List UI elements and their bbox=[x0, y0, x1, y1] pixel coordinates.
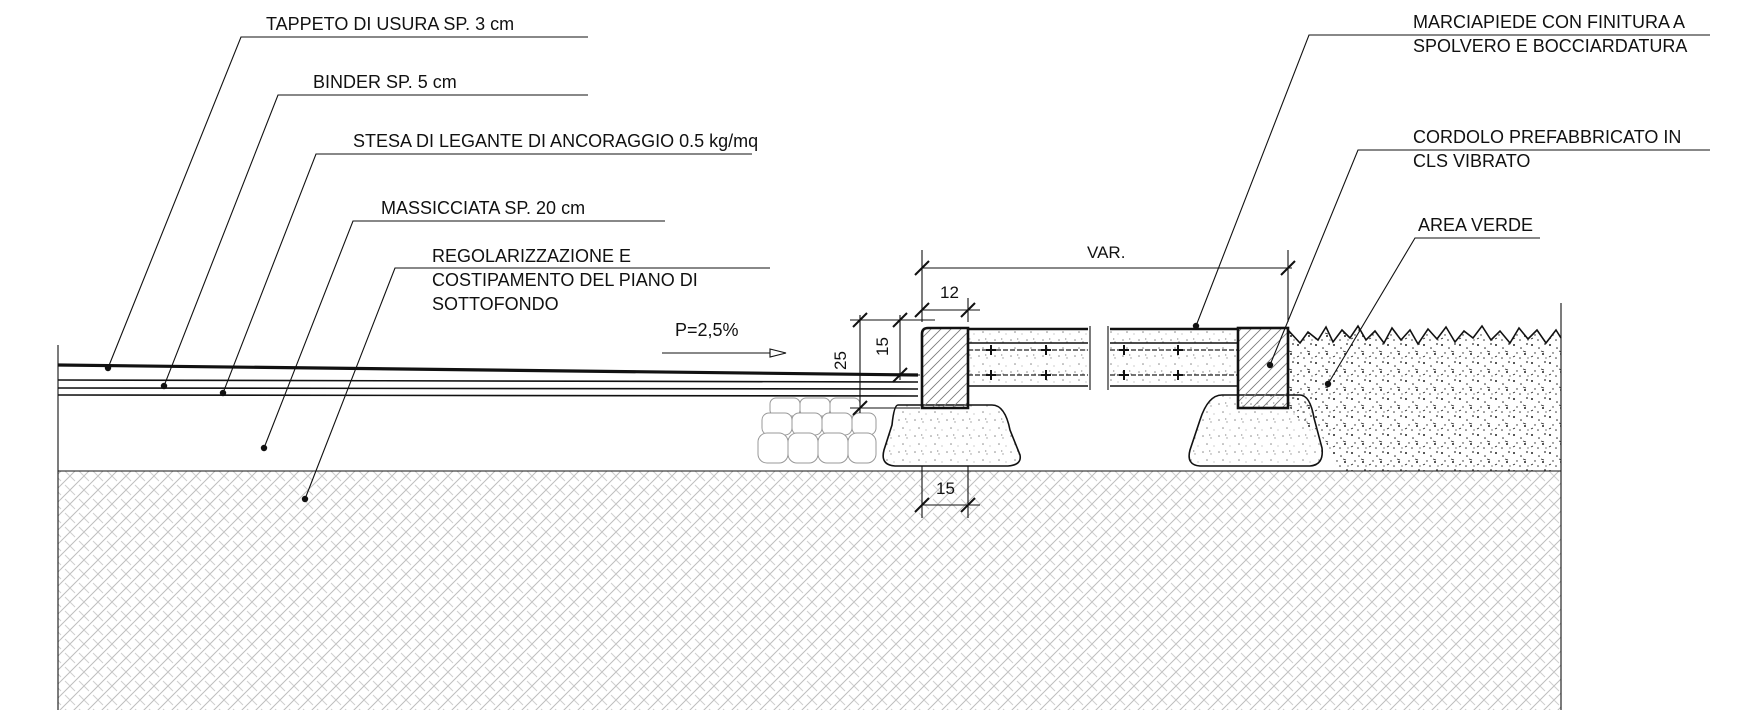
label-area-verde: AREA VERDE bbox=[1418, 215, 1533, 235]
dim-15-vertical-label: 15 bbox=[873, 337, 892, 356]
label-regolarizzazione-3: SOTTOFONDO bbox=[432, 294, 559, 314]
dimension-vertical: 25 15 bbox=[831, 312, 935, 416]
label-stesa: STESA DI LEGANTE DI ANCORAGGIO 0.5 kg/mq bbox=[353, 131, 758, 151]
label-marciapiede-1: MARCIAPIEDE CON FINITURA A bbox=[1413, 12, 1685, 32]
dim-25-label: 25 bbox=[831, 351, 850, 370]
label-marciapiede-2: SPOLVERO E BOCCIARDATURA bbox=[1413, 36, 1687, 56]
label-massicciata: MASSICCIATA SP. 20 cm bbox=[381, 198, 585, 218]
dimension-var: VAR. bbox=[914, 243, 1296, 322]
stone-blocks bbox=[757, 397, 877, 464]
slope-indicator: P=2,5% bbox=[662, 320, 787, 358]
label-cordolo-2: CLS VIBRATO bbox=[1413, 151, 1530, 171]
dim-var-label: VAR. bbox=[1087, 243, 1125, 262]
kerb-foundation-left bbox=[882, 404, 1022, 467]
label-tappeto: TAPPETO DI USURA SP. 3 cm bbox=[266, 14, 514, 34]
label-cordolo-1: CORDOLO PREFABBRICATO IN bbox=[1413, 127, 1681, 147]
pavement-layers bbox=[57, 363, 919, 397]
dim-15-bottom-label: 15 bbox=[936, 479, 955, 498]
label-binder: BINDER SP. 5 cm bbox=[313, 72, 457, 92]
leader-lines bbox=[104, 34, 1710, 503]
label-regolarizzazione-1: REGOLARIZZAZIONE E bbox=[432, 246, 631, 266]
dimension-15-bottom: 15 bbox=[914, 466, 980, 518]
subgrade-soil bbox=[57, 303, 1562, 710]
dim-12-label: 12 bbox=[940, 283, 959, 302]
green-area bbox=[1287, 324, 1562, 471]
sidewalk-slab bbox=[968, 326, 1238, 390]
slope-label: P=2,5% bbox=[675, 320, 739, 340]
dimension-12: 12 bbox=[914, 283, 980, 322]
label-regolarizzazione-2: COSTIPAMENTO DEL PIANO DI bbox=[432, 270, 698, 290]
kerb-left bbox=[920, 326, 970, 410]
